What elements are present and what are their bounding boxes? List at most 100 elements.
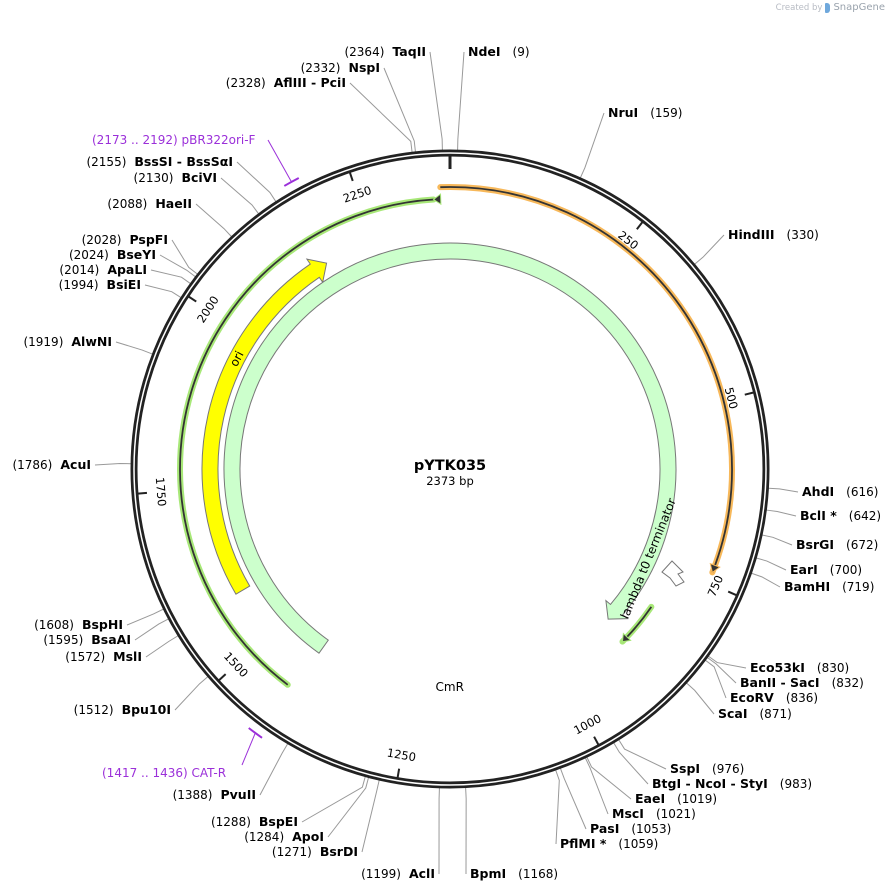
site-leader-line [94, 463, 132, 466]
restriction-site[interactable]: MscI(1021) [612, 806, 696, 821]
orf-lines [177, 184, 735, 688]
site-leader-line [327, 777, 370, 838]
restriction-site[interactable]: AlwNI(1919) [23, 334, 112, 349]
site-leader-line [555, 769, 560, 845]
site-leader-line [171, 239, 198, 275]
restriction-site[interactable]: BsiEI(1994) [59, 277, 141, 292]
restriction-site[interactable]: BanII - SacI(832) [740, 675, 864, 690]
site-name: NspI [348, 60, 380, 75]
site-name: BspEI [259, 814, 298, 829]
site-leader-line [383, 67, 416, 152]
site-leader-line [579, 112, 605, 179]
tick-mark [727, 590, 737, 597]
tick-mark [636, 221, 644, 230]
site-leader-line [144, 284, 182, 299]
tick-mark [218, 673, 227, 681]
site-name: BssSI - BssSαI [134, 154, 233, 169]
site-position: (2332) [301, 61, 341, 75]
site-position: (1608) [34, 618, 74, 632]
site-leader-line [756, 557, 787, 571]
restriction-site[interactable]: BsrGI(672) [796, 537, 878, 552]
primer-mark [283, 177, 300, 187]
site-leader-line [708, 655, 747, 669]
site-leader-line [586, 756, 632, 800]
restriction-site[interactable]: AflIII - PciI(2328) [226, 75, 346, 90]
site-leader-line [465, 787, 467, 875]
site-name: AlwNI [71, 334, 112, 349]
restriction-site[interactable]: BspHI (1608) [34, 617, 123, 632]
restriction-site[interactable]: PflMI *(1059) [560, 836, 658, 851]
site-name: Bpu10I [122, 702, 171, 717]
site-name: PvuII [220, 787, 256, 802]
restriction-site[interactable]: BciVI(2130) [134, 170, 217, 185]
plasmid-name: pYTK035 [414, 458, 486, 474]
tick-mark [593, 736, 600, 746]
restriction-site[interactable]: BsaAI(1595) [43, 632, 131, 647]
tick-mark [137, 491, 148, 495]
restriction-site[interactable]: AhdI (616) [802, 484, 878, 499]
restriction-site[interactable]: NspI (2332) [301, 60, 380, 75]
restriction-site[interactable]: BsrDI(1271) [272, 844, 358, 859]
site-position: (2364) [344, 45, 384, 59]
site-name: BspHI [82, 617, 123, 632]
tick-label: 1250 [386, 746, 417, 765]
site-name: BsaAI [91, 632, 131, 647]
restriction-site[interactable]: BclI *(642) [800, 508, 881, 523]
restriction-site[interactable]: BtgI - NcoI - StyI(983) [652, 776, 812, 791]
restriction-site[interactable]: MslI(1572) [65, 649, 142, 664]
restriction-site[interactable]: SspI(976) [670, 761, 744, 776]
site-leader-line [301, 776, 366, 823]
feature-label-ori: ori [227, 349, 247, 369]
restriction-site[interactable]: ScaI(871) [718, 706, 792, 721]
site-position: (836) [786, 691, 818, 705]
restriction-site[interactable]: Bpu10I(1512) [74, 702, 171, 717]
site-labels: NdeI(9) TaqII (2364)NspI (2332)AflIII - Pci… [12, 44, 881, 881]
restriction-site[interactable]: HaeII(2088) [107, 196, 192, 211]
orf-arrowhead-icon [709, 562, 721, 574]
site-position: (672) [846, 538, 878, 552]
primer-label[interactable]: (1417 .. 1436) CAT-R [102, 766, 226, 780]
restriction-site[interactable]: NruI(159) [608, 105, 682, 120]
site-name: TaqII [392, 44, 426, 59]
restriction-site[interactable]: HindIII(330) [728, 227, 819, 242]
restriction-site[interactable]: PspFI(2028) [82, 232, 168, 247]
restriction-site[interactable]: PasI(1053) [590, 821, 671, 836]
restriction-site[interactable]: ApaLI(2014) [59, 262, 147, 277]
restriction-site[interactable]: BamHI(719) [784, 579, 874, 594]
site-leader-line [115, 341, 153, 355]
restriction-site[interactable]: BseYI(2024) [69, 247, 156, 262]
restriction-site[interactable]: BspEI (1288) [211, 814, 298, 829]
restriction-site[interactable]: EaeI(1019) [635, 791, 717, 806]
restriction-site[interactable]: EarI(700) [790, 562, 862, 577]
tick-label: 750 [705, 573, 727, 599]
restriction-site[interactable]: Eco53kI(830) [750, 660, 849, 675]
restriction-site[interactable]: AclI(1199) [361, 866, 435, 881]
site-position: (983) [780, 777, 812, 791]
restriction-site[interactable]: PvuII(1388) [173, 787, 256, 802]
restriction-site[interactable]: NdeI(9) [468, 44, 530, 59]
site-position: (2328) [226, 76, 266, 90]
tick-mark [396, 768, 401, 778]
terminator-icon [661, 560, 685, 587]
site-position: (2155) [86, 155, 126, 169]
primer-label[interactable]: (2173 .. 2192) pBR322ori-F [92, 133, 256, 147]
site-leader-line [766, 509, 797, 517]
site-name: AcuI [60, 457, 91, 472]
restriction-site[interactable]: BpmI(1168) [470, 866, 558, 881]
site-leader-line [220, 177, 260, 215]
site-position: (1288) [211, 815, 251, 829]
site-position: (1059) [618, 837, 658, 851]
restriction-site[interactable]: BssSI - BssSαI (2155) [86, 154, 233, 169]
restriction-site[interactable]: EcoRV (836) [730, 690, 818, 705]
site-position: (1994) [59, 278, 99, 292]
site-position: (616) [846, 485, 878, 499]
site-name: EcoRV [730, 690, 774, 705]
site-position: (2024) [69, 248, 109, 262]
restriction-site[interactable]: ApoI(1284) [244, 829, 324, 844]
site-name: AhdI [802, 484, 834, 499]
site-position: (700) [830, 563, 862, 577]
restriction-site[interactable]: TaqII (2364) [344, 44, 426, 59]
restriction-site[interactable]: AcuI(1786) [12, 457, 91, 472]
site-name: NruI [608, 105, 638, 120]
